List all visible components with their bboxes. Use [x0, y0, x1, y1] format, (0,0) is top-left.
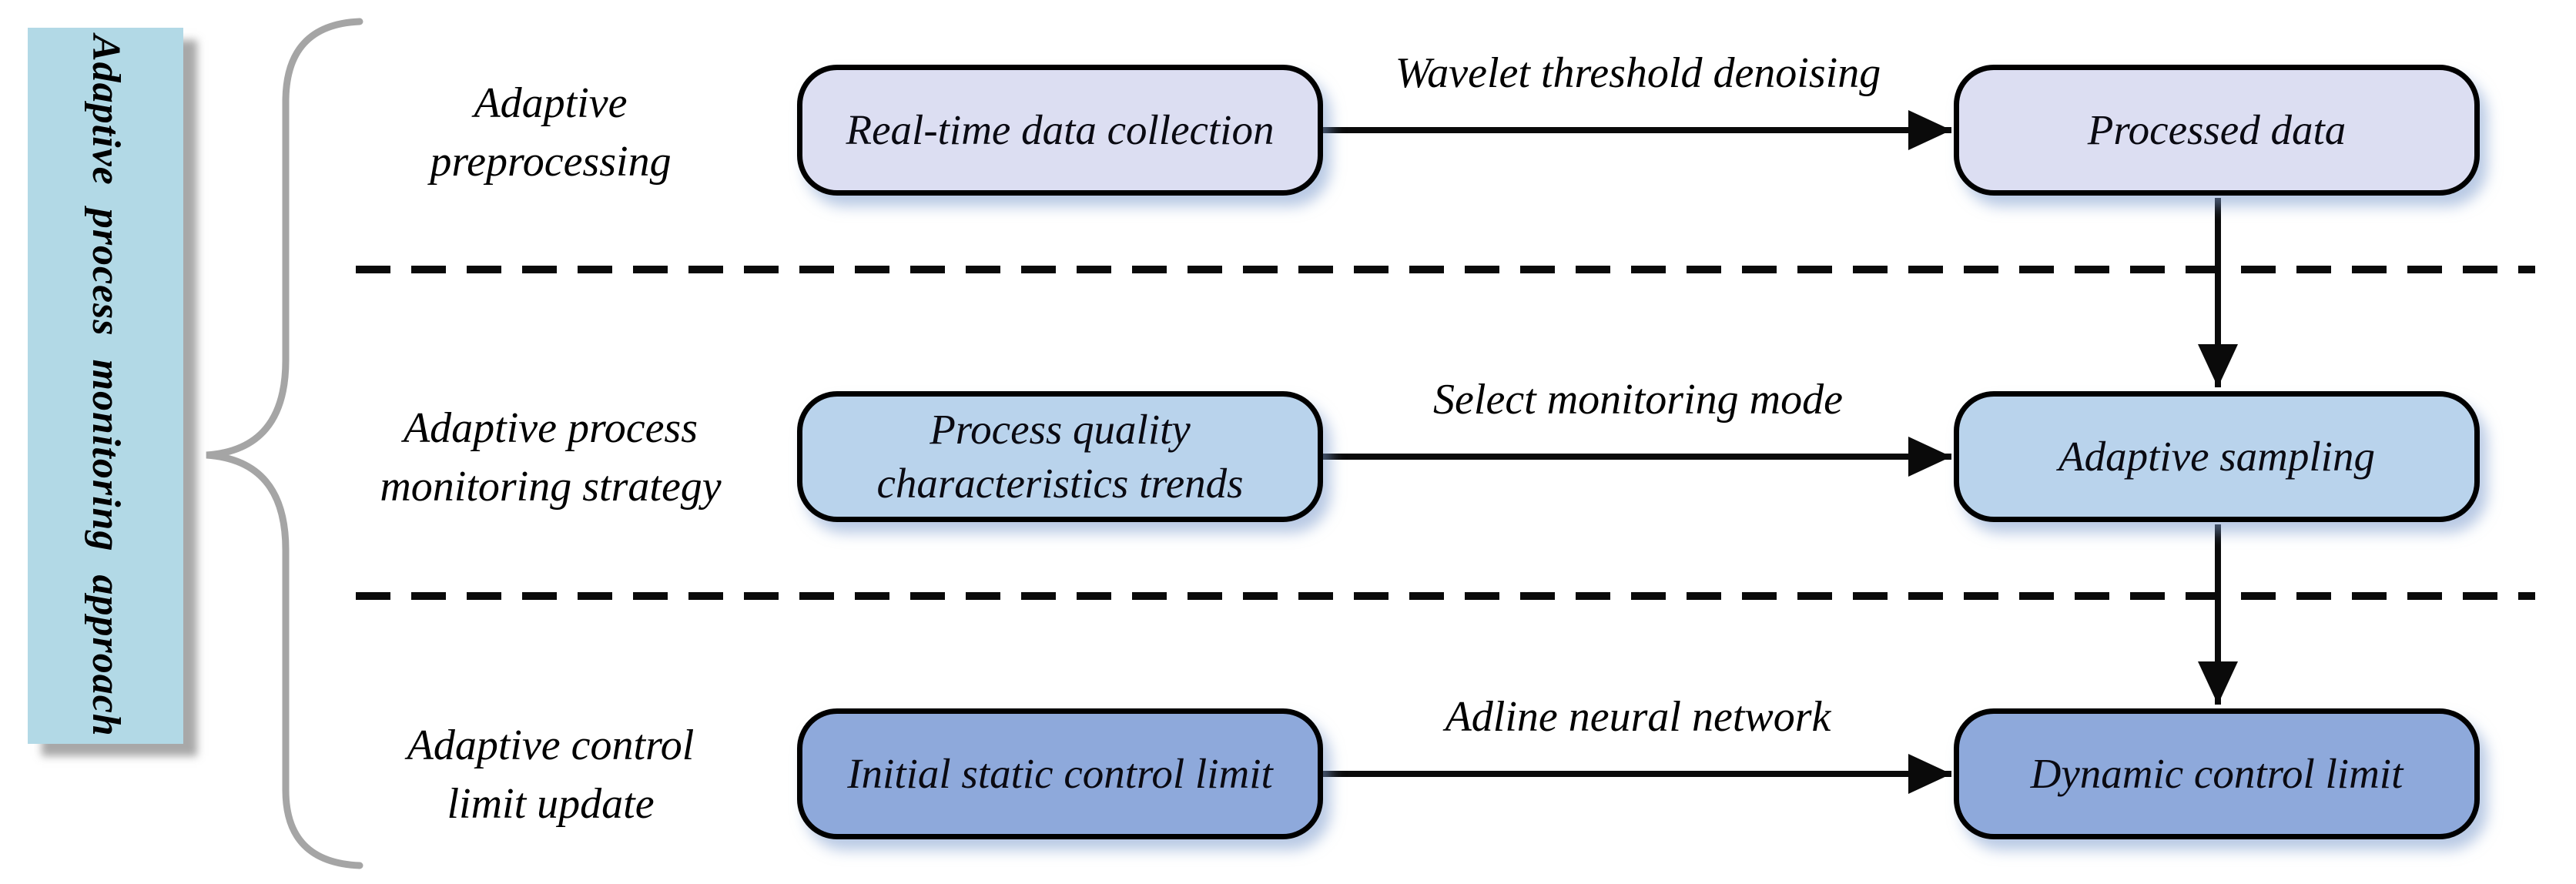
side-panel: Adaptive process monitoring approach	[28, 28, 183, 744]
box-adaptive-sampling: Adaptive sampling	[1954, 391, 2480, 522]
stage-label-adaptive-preprocessing: Adaptive preprocessing	[430, 79, 672, 186]
box-initial-static-control-limit-label: Initial static control limit	[847, 750, 1273, 797]
box-initial-static-control-limit: Initial static control limit	[797, 708, 1323, 839]
box-adaptive-sampling-label: Adaptive sampling	[2058, 433, 2375, 480]
box-processed-data-label: Processed data	[2087, 106, 2347, 153]
stage-label-monitoring-strategy: Adaptive process monitoring strategy	[380, 404, 722, 511]
box-processed-data: Processed data	[1954, 65, 2480, 196]
brace	[206, 18, 363, 869]
box-dynamic-control-limit: Dynamic control limit	[1954, 708, 2480, 839]
box-process-quality-characteristics-trends: Process quality characteristics trends	[797, 391, 1323, 522]
box-process-quality-characteristics-trends-label: Process quality characteristics trends	[876, 406, 1244, 507]
stage-label-control-limit-update: Adaptive control limit update	[407, 722, 695, 828]
arrow-label-select-monitoring-mode: Select monitoring mode	[1433, 376, 1843, 424]
box-dynamic-control-limit-label: Dynamic control limit	[2030, 750, 2403, 797]
box-real-time-data-collection-label: Real-time data collection	[846, 106, 1275, 153]
arrow-label-adline-neural-network: Adline neural network	[1445, 693, 1831, 741]
box-real-time-data-collection: Real-time data collection	[797, 65, 1323, 196]
side-panel-label: Adaptive process monitoring approach	[84, 35, 128, 737]
arrow-label-wavelet-threshold-denoising: Wavelet threshold denoising	[1395, 49, 1881, 97]
